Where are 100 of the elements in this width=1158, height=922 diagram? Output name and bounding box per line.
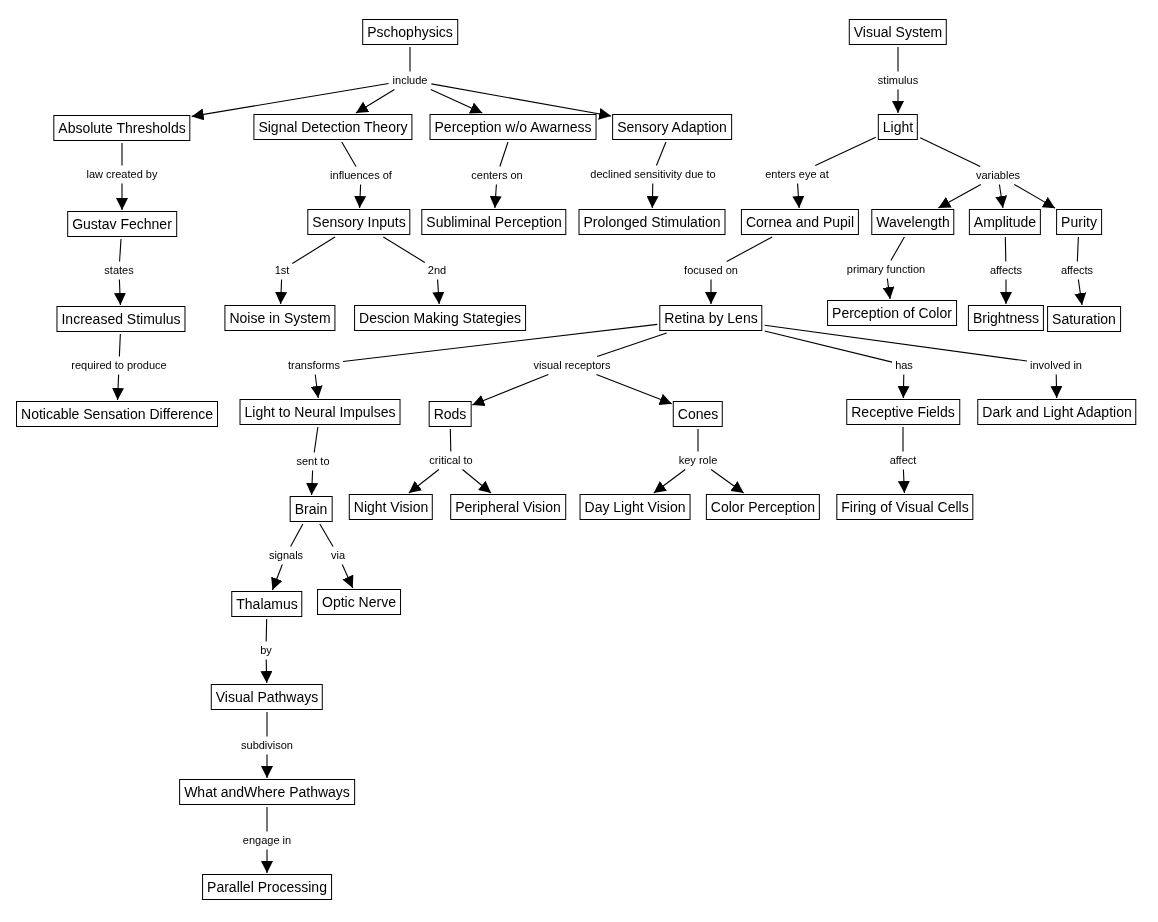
arrow xyxy=(1013,183,1056,209)
arrow xyxy=(354,183,367,209)
arrow xyxy=(489,183,502,209)
concept-box: Brightness xyxy=(967,305,1045,331)
concept-box: Prolonged Stimulation xyxy=(578,209,726,235)
connector-line xyxy=(596,332,668,358)
arrow xyxy=(191,83,390,121)
arrow xyxy=(355,88,395,114)
arrow xyxy=(261,848,273,874)
connector-line xyxy=(726,236,773,263)
arrow xyxy=(112,373,125,401)
arrow xyxy=(116,182,128,211)
connector-line xyxy=(118,333,121,358)
arrow xyxy=(995,183,1008,209)
concept-box: Color Perception xyxy=(705,494,821,520)
concept-box: Parallel Processing xyxy=(202,874,332,900)
connector-line xyxy=(890,236,905,262)
arrow xyxy=(310,373,323,399)
concept-box: Visual Pathways xyxy=(210,684,324,710)
connector-line xyxy=(764,330,893,363)
concept-box: Cornea and Pupil xyxy=(740,209,860,235)
arrow xyxy=(408,468,440,494)
connector-line xyxy=(266,711,268,738)
concept-box: Light to Neural Impulses xyxy=(239,399,401,425)
connector-line xyxy=(265,618,268,643)
connector-line xyxy=(499,141,509,168)
arrow xyxy=(430,88,483,114)
arrow xyxy=(261,753,273,779)
arrow xyxy=(260,658,273,684)
concept-box: Retina by Lens xyxy=(659,305,763,331)
arrow xyxy=(306,469,319,496)
concept-box: Purity xyxy=(1056,209,1102,235)
connector-line xyxy=(313,426,319,454)
connector-line xyxy=(341,141,357,168)
connector-line xyxy=(409,46,411,73)
arrow xyxy=(710,468,745,494)
concept-box: Absolute Thresholds xyxy=(53,115,191,141)
arrow xyxy=(595,373,673,406)
concept-box: Noise in System xyxy=(224,305,336,331)
concept-box: Brain xyxy=(289,496,333,522)
concept-box: Day Light Vision xyxy=(579,494,691,520)
connector-line xyxy=(764,324,1028,362)
concept-box: Perception w/o Awarness xyxy=(429,114,597,140)
arrow xyxy=(897,468,910,494)
arrow xyxy=(1074,278,1087,306)
connector-line xyxy=(121,142,123,167)
concept-box: Noticable Sensation Difference xyxy=(16,401,218,427)
arrow xyxy=(1050,373,1063,399)
concept-box: Receptive Fields xyxy=(846,399,960,425)
arrow xyxy=(653,468,686,494)
concept-box: Descion Making Stategies xyxy=(354,305,526,331)
arrow xyxy=(461,468,492,494)
concept-box: What andWhere Pathways xyxy=(179,779,355,805)
arrow xyxy=(792,182,805,209)
concept-box: Amplitude xyxy=(968,209,1042,235)
concept-box: Rods xyxy=(428,401,472,427)
arrow xyxy=(113,278,126,306)
concept-box: Light xyxy=(877,114,919,140)
connector-line xyxy=(655,141,667,167)
concept-box: Perception of Color xyxy=(827,300,957,326)
arrow xyxy=(471,373,549,407)
connector-line xyxy=(319,523,334,548)
arrow xyxy=(882,277,895,300)
concept-box: Signal Detection Theory xyxy=(253,114,413,140)
arrow xyxy=(646,182,659,209)
connector-line xyxy=(902,426,904,453)
concept-box: Dark and Light Adaption xyxy=(977,399,1137,425)
connector-line xyxy=(919,137,981,168)
concept-box: Optic Nerve xyxy=(317,589,401,615)
connector-line xyxy=(814,136,877,167)
concept-box: Thalamus xyxy=(231,591,303,617)
concept-box: Night Vision xyxy=(348,494,434,520)
concept-box: Subliminal Perception xyxy=(421,209,567,235)
connector-line xyxy=(382,236,426,264)
connector-line xyxy=(290,523,304,548)
arrow xyxy=(937,183,982,209)
arrow xyxy=(705,278,717,305)
arrow xyxy=(430,83,612,120)
concept-box: Sensory Inputs xyxy=(307,209,411,235)
connector-line xyxy=(897,46,899,73)
concept-box: Sensory Adaption xyxy=(612,114,732,140)
concept-box: Visual System xyxy=(848,19,948,45)
arrow xyxy=(1000,278,1012,305)
concept-box: Peripheral Vision xyxy=(450,494,566,520)
arrow xyxy=(897,373,910,399)
concept-box: Gustav Fechner xyxy=(67,211,177,237)
connector-line xyxy=(1076,236,1079,263)
connector-line xyxy=(342,323,658,363)
concept-box: Saturation xyxy=(1047,306,1121,332)
connector-line xyxy=(266,806,268,833)
concept-box: Increased Stimulus xyxy=(56,306,186,332)
concept-box: Pschophysics xyxy=(362,19,458,45)
concept-box: Firing of Visual Cells xyxy=(836,494,974,520)
concept-box: Wavelength xyxy=(871,209,955,235)
connector-line xyxy=(449,428,452,453)
concept-box: Cones xyxy=(672,401,724,427)
arrow xyxy=(432,278,445,305)
arrow xyxy=(892,88,904,114)
connector-line xyxy=(291,236,336,265)
connector-line xyxy=(697,428,699,453)
